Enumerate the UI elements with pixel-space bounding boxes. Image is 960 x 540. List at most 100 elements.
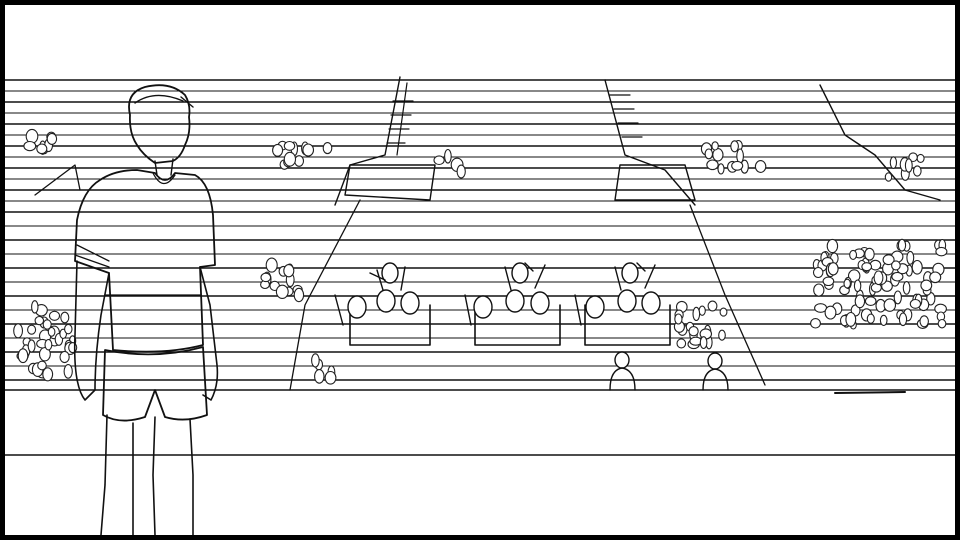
crowd-spectator [322, 142, 333, 155]
crowd-spectator [937, 318, 947, 329]
stadium-scene [5, 76, 955, 535]
player-left-arm [73, 260, 110, 401]
fan-head [381, 262, 399, 284]
crowd-spectator [719, 307, 728, 317]
player-figure [73, 84, 219, 535]
fan-head [511, 262, 529, 284]
fan-head [585, 295, 605, 319]
crowd-spectator [23, 140, 37, 152]
crowd-spectator [688, 326, 699, 337]
crowd-spectator [674, 313, 683, 325]
crowd-spectator [864, 296, 877, 306]
crowd-spectator [311, 353, 320, 368]
crowd-spectator [845, 311, 857, 327]
aisle-left-landing [344, 164, 436, 201]
fan-raised-arms [464, 262, 546, 326]
crowd-spectator [897, 238, 907, 252]
crowd-spectator [59, 350, 70, 364]
crowd-spectator [883, 298, 897, 312]
fan-body [609, 367, 636, 391]
crowd-spectator [324, 370, 337, 385]
crowd-clusters [13, 128, 948, 385]
crowd-spectator [898, 312, 908, 327]
lone-fans [609, 351, 729, 391]
crowd-spectator [37, 360, 47, 371]
crowd-spectator [42, 367, 54, 382]
crowd-spectator [294, 155, 305, 167]
crowd-spectator [730, 140, 739, 153]
player-shorts [102, 346, 208, 422]
crowd-spectator [904, 158, 913, 173]
fan-head [376, 289, 396, 313]
crowd-spectator [433, 155, 445, 166]
fan-head [473, 295, 493, 319]
fan-head [505, 289, 525, 313]
fan-body [702, 368, 729, 391]
crowd-spectator [919, 315, 929, 328]
fan-head [617, 289, 637, 313]
crowd-spectator [444, 148, 452, 164]
stadium-aisles [34, 76, 941, 391]
crowd-spectator [813, 283, 825, 297]
crowd-spectator [822, 276, 835, 287]
crowd-spectator [879, 314, 888, 327]
fan-group-left [334, 262, 431, 346]
crowd-spectator [48, 310, 61, 321]
aisle-left-lower [289, 199, 361, 391]
fan-raised-arms [574, 262, 656, 326]
fan-head [347, 295, 367, 319]
aisle-mid-steps [609, 94, 643, 138]
aisle-mid-landing [614, 164, 696, 201]
crowd-spectator [912, 165, 922, 177]
crowd-spectator [717, 163, 725, 175]
aisle-far-left [34, 164, 81, 196]
crowd-spectator [861, 262, 873, 272]
crowd-spectator [275, 284, 289, 299]
crowd-spectator [31, 300, 39, 314]
crowd-spectator [64, 323, 73, 335]
crowd-spectator [706, 159, 719, 171]
crowd-spectator [302, 143, 315, 157]
cheering-fans-group [334, 262, 729, 391]
crowd-spectator [810, 318, 821, 329]
player-right-arm [199, 266, 219, 401]
aisle-left-steps [386, 82, 414, 156]
crowd-spectator [853, 279, 862, 293]
crowd-spectator [17, 348, 29, 364]
crowd-spectator [707, 300, 718, 312]
crowd-spectator [824, 305, 837, 320]
crowd-spectator [843, 278, 851, 289]
crowd-spectator [260, 272, 272, 283]
fan-raised-arms [334, 266, 406, 326]
crowd-spectator [866, 313, 875, 324]
crowd-spectator [293, 287, 305, 303]
crowd-spectator [873, 270, 884, 286]
crowd-spectator [704, 148, 714, 160]
crowd-spectator [929, 271, 942, 284]
fan-head [400, 291, 420, 315]
crowd-spectator [826, 238, 839, 254]
crowd-spectator [864, 247, 875, 261]
crowd-spectator [847, 269, 861, 283]
crowd-spectator [314, 369, 325, 384]
crowd-spectator [692, 306, 701, 322]
stadium-bleachers [5, 79, 955, 381]
crowd-spectator [908, 152, 918, 163]
crowd-spectator [827, 262, 839, 276]
crowd-spectator [13, 323, 24, 339]
seat-row-left [349, 302, 431, 346]
crowd-spectator [731, 160, 744, 171]
crowd-spectator [46, 132, 58, 145]
field-wall [5, 389, 955, 456]
crowd-spectator [849, 249, 858, 260]
crowd-spectator [906, 250, 915, 265]
crowd-spectator [884, 172, 893, 182]
crowd-spectator [711, 141, 719, 151]
crowd-spectator [60, 311, 70, 324]
seat-row-mid [474, 304, 561, 346]
player-shirt-details [74, 172, 201, 296]
crowd-spectator [754, 160, 767, 173]
aisle-left-upper [334, 76, 401, 206]
fan-head [621, 262, 639, 284]
